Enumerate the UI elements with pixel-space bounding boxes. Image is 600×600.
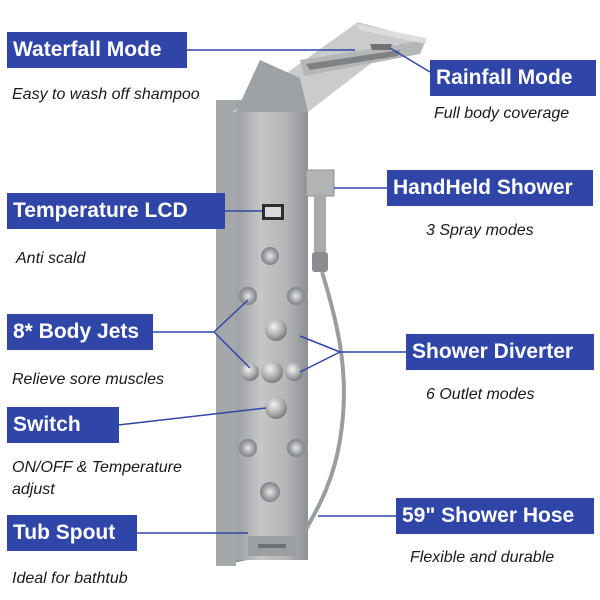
label-temperature-lcd: Temperature LCD: [7, 193, 225, 229]
caption-body-jets: Relieve sore muscles: [12, 371, 165, 388]
label-waterfall-mode: Waterfall Mode: [7, 32, 187, 68]
caption-shower-diverter: 6 Outlet modes: [426, 386, 535, 403]
label-tub-spout: Tub Spout: [7, 515, 137, 551]
label-rainfall-mode: Rainfall Mode: [430, 60, 596, 96]
label-switch: Switch: [7, 407, 119, 443]
pointer-lines: [117, 47, 431, 534]
label-handheld-shower: HandHeld Shower: [387, 170, 593, 206]
caption-waterfall-mode: Easy to wash off shampoo: [12, 86, 200, 103]
caption-shower-hose: Flexible and durable: [410, 549, 555, 566]
caption-switch: ON/OFF & Temperature adjust: [12, 459, 182, 498]
lcd-display: [262, 204, 284, 220]
control-knobs: [241, 319, 303, 419]
body-jets: [239, 247, 305, 502]
label-shower-diverter: Shower Diverter: [406, 334, 594, 370]
caption-rainfall-mode: Full body coverage: [434, 105, 570, 122]
caption-handheld-shower: 3 Spray modes: [426, 222, 534, 239]
label-shower-hose: 59" Shower Hose: [396, 498, 594, 534]
handheld-shower: [304, 169, 346, 531]
caption-temperature-lcd: Anti scald: [16, 250, 86, 267]
label-body-jets: 8* Body Jets: [7, 314, 153, 350]
shower-head: [232, 22, 426, 112]
caption-tub-spout: Ideal for bathtub: [12, 570, 128, 587]
tub-spout: [248, 536, 296, 556]
